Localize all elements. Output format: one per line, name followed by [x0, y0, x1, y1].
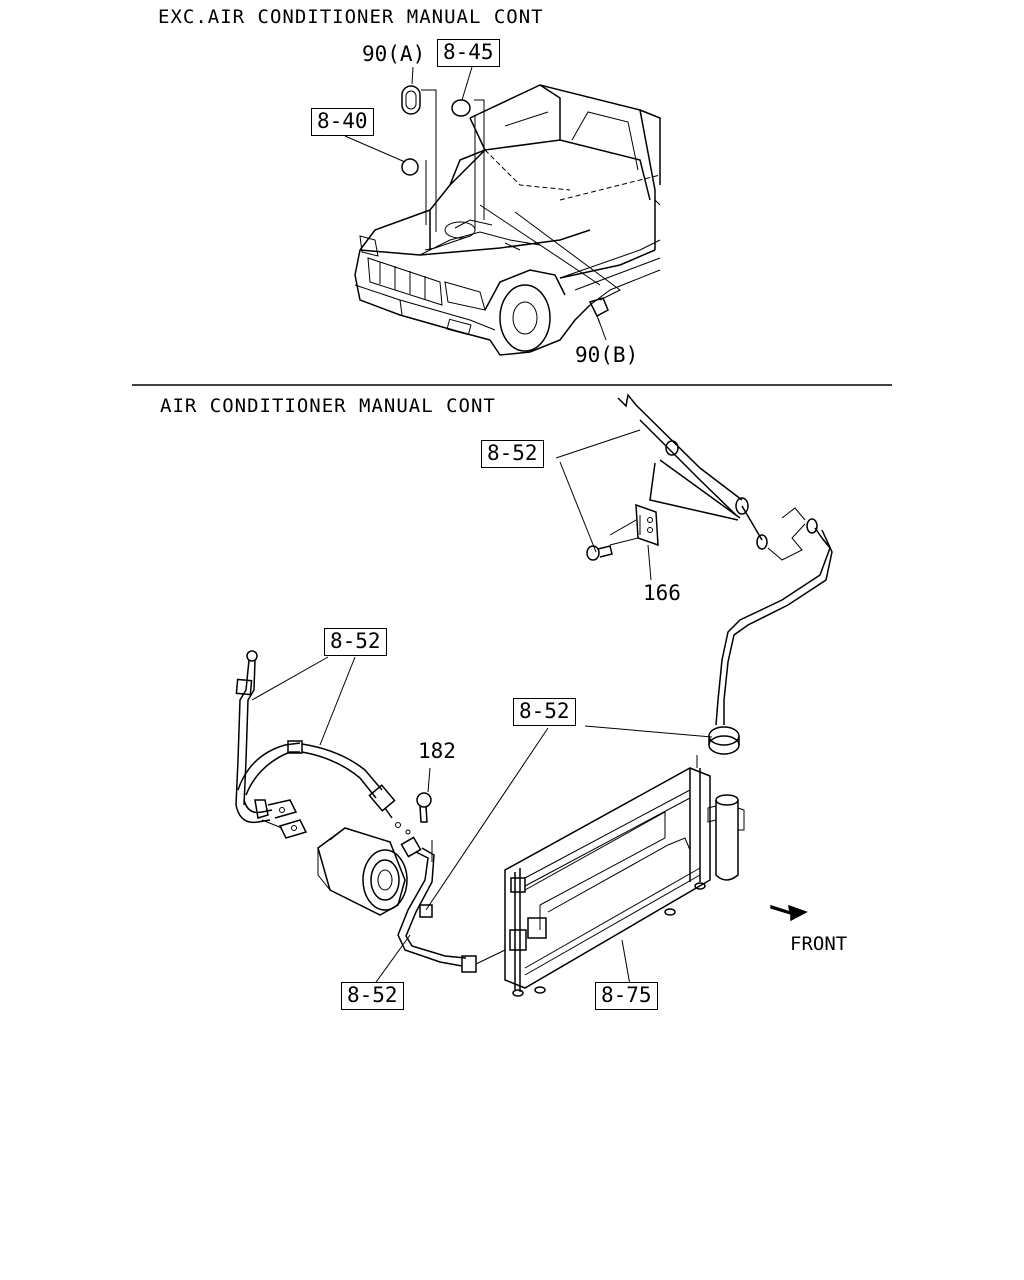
round-plug-8-40-icon [401, 158, 419, 176]
callout-166: 166 [643, 581, 681, 605]
bolt-182-icon [395, 792, 432, 835]
callout-ref-8-52-upper[interactable]: 8-52 [481, 440, 544, 468]
truck-illustration [354, 84, 661, 356]
condenser [504, 755, 711, 997]
callout-ref-8-52-left[interactable]: 8-52 [324, 628, 387, 656]
upper-refrigerant-pipe [617, 393, 833, 726]
section-header-exc-ac: EXC.AIR CONDITIONER MANUAL CONT [158, 6, 544, 28]
callout-ref-8-40[interactable]: 8-40 [311, 108, 374, 136]
compressor [317, 827, 408, 916]
callout-ref-8-45[interactable]: 8-45 [437, 39, 500, 67]
callout-ref-8-75[interactable]: 8-75 [595, 982, 658, 1010]
front-direction-arrow-icon [770, 904, 808, 922]
flexible-hose-assembly [235, 650, 396, 839]
front-label: FRONT [790, 933, 848, 955]
receiver-drier [707, 726, 745, 881]
bolt-icon [586, 545, 613, 561]
callout-182: 182 [418, 739, 456, 763]
callout-ref-8-52-lower[interactable]: 8-52 [341, 982, 404, 1010]
callout-90a: 90(A) [362, 42, 426, 66]
discharge-pipe [397, 836, 506, 973]
callout-ref-8-52-mid[interactable]: 8-52 [513, 698, 576, 726]
bracket-166 [609, 503, 659, 547]
oval-plug-90a-icon [401, 85, 421, 115]
callout-90b: 90(B) [575, 343, 639, 367]
round-plug-8-45-icon [451, 99, 471, 117]
section-header-ac: AIR CONDITIONER MANUAL CONT [160, 395, 496, 417]
